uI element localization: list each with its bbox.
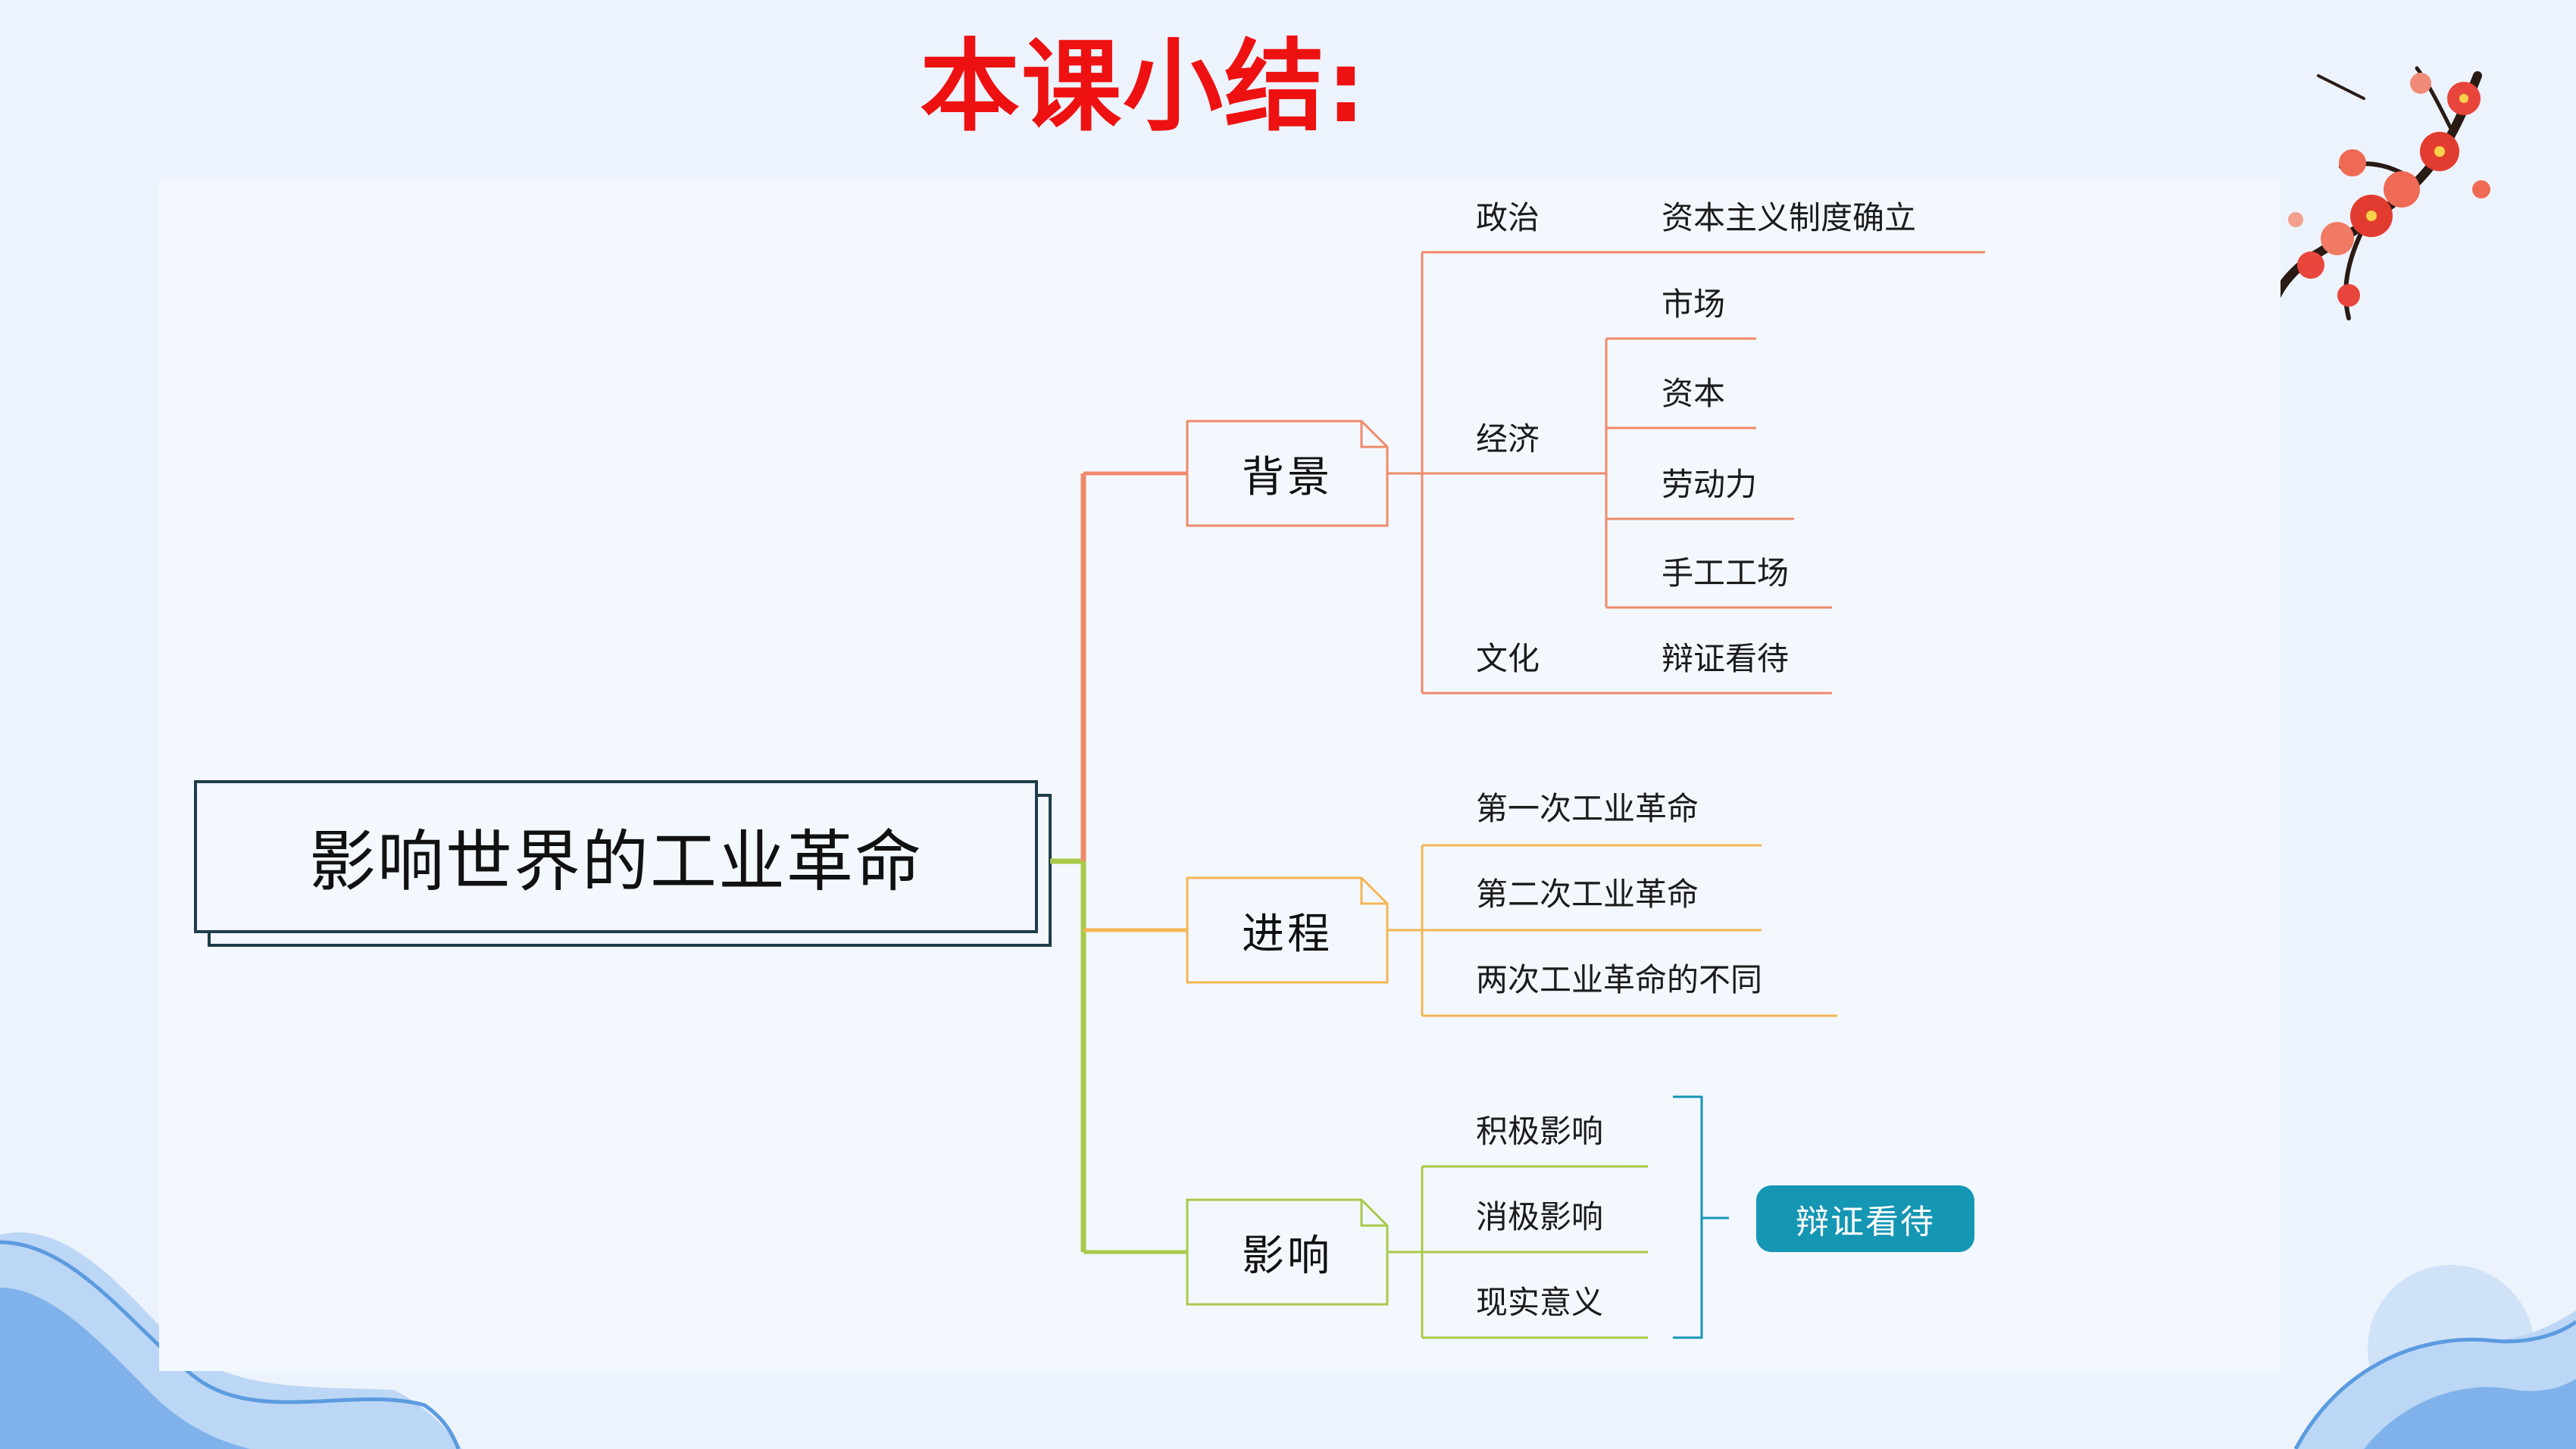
wave-bottom-right-line <box>2293 1319 2576 1449</box>
node-process: 进程 <box>1242 909 1333 959</box>
summary-bracket <box>1673 1095 1703 1339</box>
blossom <box>2410 73 2431 94</box>
wave-bottom-left-line <box>0 1240 461 1449</box>
topic-negative-impact: 消极影响 <box>1476 1198 1604 1235</box>
leaf-market: 市场 <box>1662 286 1726 323</box>
page-title: 本课小结: <box>920 29 1368 145</box>
blossom <box>2384 171 2420 208</box>
topic-second-revolution: 第二次工业革命 <box>1476 876 1699 913</box>
topic-culture: 文化 <box>1476 640 1540 677</box>
blossom-center <box>2366 211 2377 221</box>
leaf-dialectical-view: 辩证看待 <box>1662 640 1790 677</box>
blossom <box>2297 251 2324 279</box>
node-background: 背景 <box>1242 452 1333 502</box>
topic-economy: 经济 <box>1476 420 1540 457</box>
branch-twig-2 <box>2343 225 2366 320</box>
blossom <box>2288 212 2303 227</box>
node-box-background <box>1186 420 1389 527</box>
topic-differences: 两次工业革命的不同 <box>1476 961 1763 998</box>
blossom <box>2472 180 2490 198</box>
blossom-center <box>2459 94 2468 103</box>
topic-positive-impact: 积极影响 <box>1476 1113 1604 1150</box>
summary-badge: 辩证看待 <box>1756 1185 1974 1252</box>
branch-twig-4 <box>2317 74 2365 100</box>
leaf-capital: 资本 <box>1662 375 1726 412</box>
node-impact: 影响 <box>1242 1231 1333 1281</box>
topic-politics: 政治 <box>1476 199 1540 236</box>
blossom <box>2339 149 2366 176</box>
content-panel <box>159 178 2281 1371</box>
wave-bottom-right-front <box>2364 1379 2576 1449</box>
root-box <box>194 780 1038 933</box>
wave-bottom-left-front <box>0 1288 250 1449</box>
topic-first-revolution: 第一次工业革命 <box>1476 790 1699 827</box>
topic-practical-significance: 现实意义 <box>1476 1284 1604 1321</box>
root-topic: 影响世界的工业革命 <box>308 822 923 901</box>
blossom <box>2337 284 2360 307</box>
blossom-center <box>2434 146 2445 157</box>
node-box-impact <box>1186 1198 1389 1306</box>
plum-blossom-decoration <box>2272 66 2490 320</box>
leaf-labor: 劳动力 <box>1662 466 1758 503</box>
node-box-process <box>1186 876 1389 984</box>
leaf-capitalist-system: 资本主义制度确立 <box>1662 199 1917 236</box>
leaf-workshop: 手工工场 <box>1662 554 1790 592</box>
blossom <box>2321 222 2354 255</box>
